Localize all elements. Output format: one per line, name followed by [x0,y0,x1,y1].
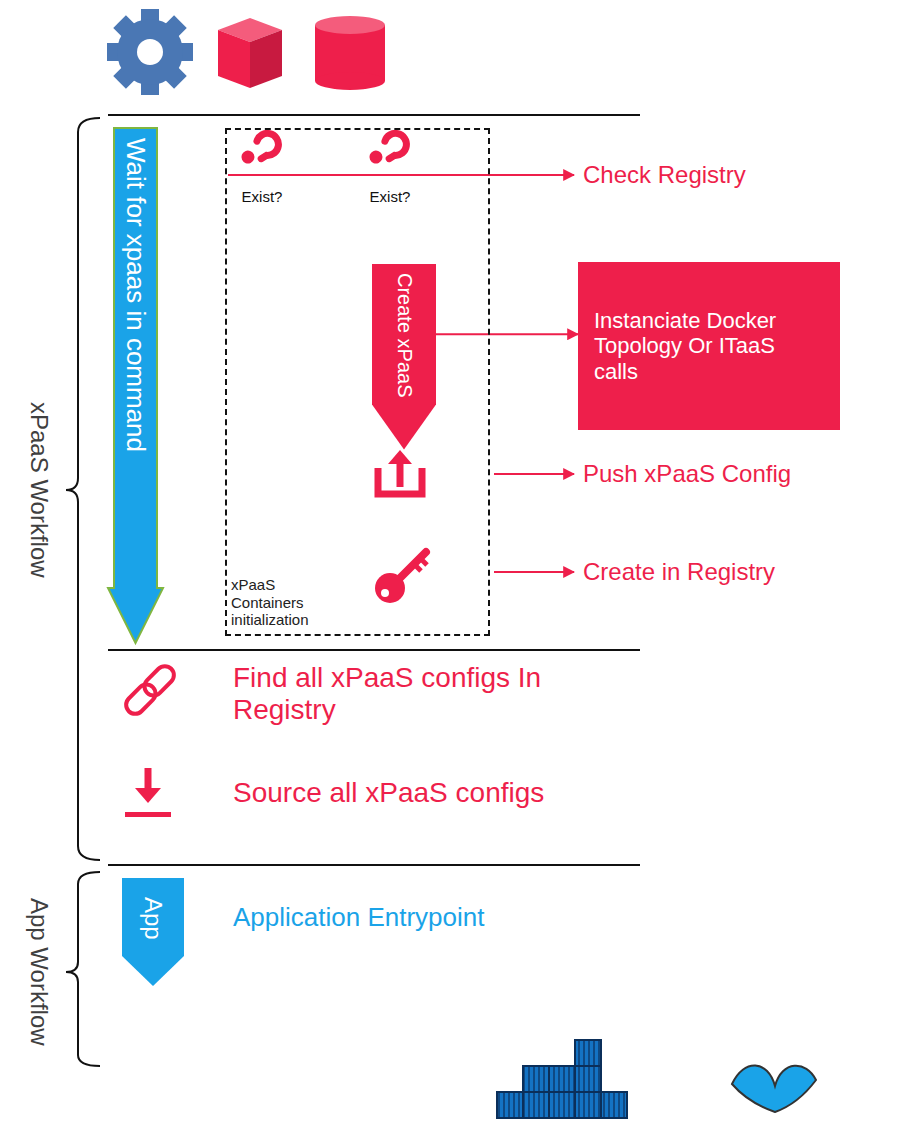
callout-text: Push xPaaS Config [583,460,791,488]
question-caption: Exist? [242,188,283,205]
docker-logo-part [523,1066,549,1092]
node-text: Instanciate Docker Topology Or ITaaS cal… [594,308,779,384]
arrow-shape-fill [108,128,163,643]
question-icon-part-part [244,153,252,161]
step-text: Application Entrypoint [233,903,484,933]
key-icon-part [414,564,421,571]
connector-arrow [436,333,578,335]
section-title: App Workflow [25,898,53,1046]
leader-arrow [228,175,574,572]
node-text: xPaaS Containers initialization [231,576,343,628]
brace [66,118,100,1066]
key-icon-part [381,589,389,597]
gear-icon-part [117,19,183,85]
docker-logo-part [601,1092,627,1118]
cube-icon-part [218,30,250,88]
link-icon-part [122,681,159,718]
download-icon-part [135,788,161,803]
instantiate-box: Instanciate Docker Topology Or ITaaS cal… [578,262,840,430]
database-icon-part [315,16,385,34]
question-icon [244,128,409,168]
gear-icon-part [137,39,163,65]
question-icon-part-part [372,153,380,161]
wait-arrow: Wait for xpaas in command [108,128,163,643]
key-icon [375,552,427,603]
bird-logo [732,1065,816,1112]
docker-logo-part [575,1040,601,1066]
leader-arrow-part [494,473,574,475]
app-arrow: App [122,878,184,986]
question-icon-part [372,128,409,168]
arrow-shape-fill [122,878,184,986]
brace-part [66,118,100,860]
create-arrow: Create xPaaS [372,264,436,450]
separator-line-part [108,114,640,116]
docker-logo-part [575,1092,601,1118]
link-icon [122,662,177,717]
download-icon-part [125,812,171,817]
question-caption: Exist? [370,188,411,205]
separator-line [108,115,640,865]
database-icon-part [315,72,385,90]
docker-logo-part [523,1092,549,1118]
node-text: Wait for xpaas in command [121,138,151,452]
step-text: Source all xPaaS configs [233,777,544,809]
docker-logo-part [549,1092,575,1118]
key-icon-part [420,558,427,565]
upload-icon-part [397,462,404,487]
docker-logo-part [575,1066,601,1092]
callout-text: Check Registry [583,161,746,189]
question-icon-part-part [252,130,282,163]
download-icon [125,768,171,817]
section-title: xPaaS Workflow [25,402,53,578]
gear-icon-part [113,15,187,89]
database-icon [315,16,385,90]
docker-logo [497,1040,627,1118]
upload-icon-part [388,450,412,464]
cube-icon-part [250,30,282,88]
docker-logo-part [497,1092,523,1118]
separator-line-part [108,864,640,866]
gear-icon-part [113,15,187,89]
callout-text: Create in Registry [583,558,775,586]
cube-icon [218,18,282,88]
separator-line-part [108,649,640,651]
question-icon-part [244,128,281,168]
arrow-shape-fill [372,264,436,450]
leader-arrow-part [494,571,574,573]
step-text: Find all xPaaS configs In Registry [233,662,555,726]
brace-part [66,872,100,1066]
bird-logo-part [732,1065,816,1112]
leader-arrow-part [228,174,574,176]
docker-logo-part [549,1066,575,1092]
gear-icon [107,9,193,95]
link-icon-part [141,662,178,699]
node-text: Create xPaaS [393,273,416,398]
upload-icon [378,450,422,494]
key-icon-part [375,573,405,603]
node-text: App [139,897,167,940]
question-icon-part-part [380,130,410,163]
